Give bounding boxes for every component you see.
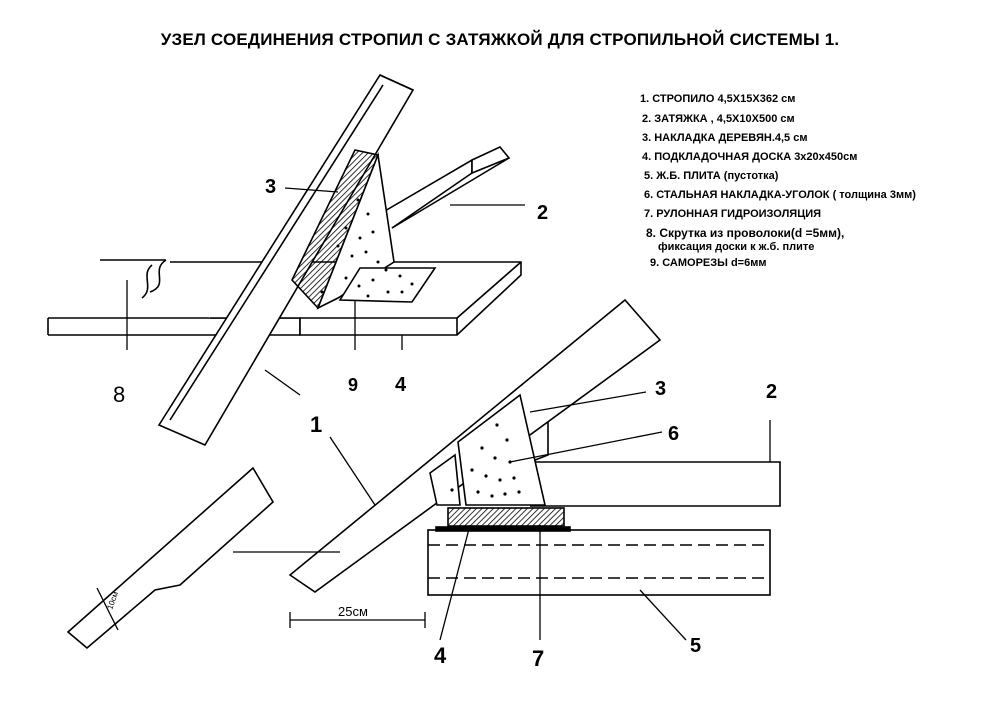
waterproofing-bottom [435,526,571,532]
legend-item-6: 6. СТАЛЬНАЯ НАКЛАДКА-УГОЛОК ( толщина 3м… [644,189,916,201]
screw-hole [358,236,362,240]
screw-hole [517,490,521,494]
screw-hole [386,290,390,294]
screw-hole [495,423,499,427]
slab-lines-top [47,259,167,335]
callout-top-3: 3 [265,176,276,198]
legend-item-8-cont: фиксация доски к ж.б. плите [658,241,815,253]
screw-hole [371,278,375,282]
base-board-bottom [447,507,565,527]
screw-hole [366,294,370,298]
callout-top-4: 4 [395,374,407,396]
screw-hole [470,468,474,472]
screw-hole [350,254,354,258]
drawing-title: УЗЕЛ СОЕДИНЕНИЯ СТРОПИЛ С ЗАТЯЖКОЙ ДЛЯ С… [160,30,840,49]
callout-top-9: 9 [348,375,358,395]
screw-hole [398,274,402,278]
screw-hole [484,474,488,478]
screw-hole [512,476,516,480]
screw-holes-bottom [450,423,521,498]
screw-hole [400,290,404,294]
legend-item-4: 4. ПОДКЛАДОЧНАЯ ДОСКА 3х20х450см [642,151,858,163]
screw-hole [498,478,502,482]
screw-hole [357,284,361,288]
screw-hole [410,282,414,286]
screw-hole [384,268,388,272]
screw-hole [490,494,494,498]
screw-hole [344,276,348,280]
screw-hole [371,230,375,234]
callout-bottom-5: 5 [690,635,701,657]
screw-hole [450,488,454,492]
screw-hole [476,490,480,494]
bottom-section-view [66,298,781,650]
screw-hole [366,212,370,216]
callout-bottom-2: 2 [766,381,777,403]
dimension-offset: 25см [338,604,368,619]
rafter-end-detail [66,466,275,650]
callout-bottom-4: 4 [434,643,447,668]
screw-hole [480,446,484,450]
steel-angle-top [316,151,437,310]
screw-hole [356,198,360,202]
callout-top-2: 2 [537,202,548,224]
callout-bottom-7: 7 [532,646,544,671]
callout-bottom-3: 3 [655,378,666,400]
tie-beam-top [377,146,511,229]
legend-item-8: 8. Скрутка из проволоки(d =5мм), [646,226,845,240]
screw-hole [320,290,324,294]
legend-item-1: 1. СТРОПИЛО 4,5Х15Х362 см [640,93,796,105]
legend-item-7: 7. РУЛОННАЯ ГИДРОИЗОЛЯЦИЯ [644,208,822,220]
callout-top-1: 1 [310,412,322,437]
screw-hole [493,456,497,460]
legend-item-3: 3. НАКЛАДКА ДЕРЕВЯН.4,5 см [642,132,808,144]
tie-beam-bottom [530,461,781,507]
callout-labels: 3 2 9 4 8 1 3 2 6 4 7 5 25см 10см [105,176,777,671]
legend-item-5: 5. Ж.Б. ПЛИТА (пустотка) [644,170,779,182]
top-isometric-view [47,73,522,447]
concrete-slab-bottom [427,529,771,596]
screw-hole [505,438,509,442]
bottom-leaders [96,391,771,641]
screw-hole [503,492,507,496]
steel-angle-bottom [429,393,547,506]
top-leaders [126,187,525,396]
legend-item-9: 9. САМОРЕЗЫ d=6мм [650,257,767,269]
callout-top-8: 8 [113,382,125,407]
legend-item-2: 2. ЗАТЯЖКА , 4,5Х10Х500 см [642,113,795,125]
screw-hole [344,226,348,230]
callout-bottom-6: 6 [668,423,679,445]
screw-holes-top [320,198,414,298]
screw-hole [376,260,380,264]
screw-hole [336,244,340,248]
screw-hole [364,250,368,254]
